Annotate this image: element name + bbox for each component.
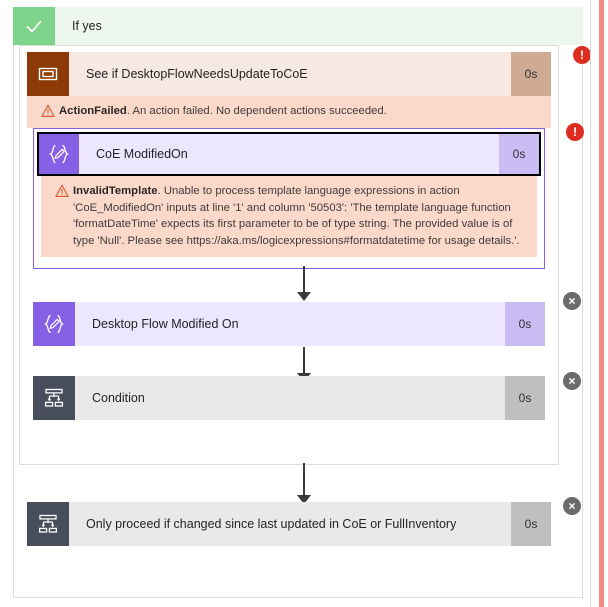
action-header[interactable]: See if DesktopFlowNeedsUpdateToCoE 0s (27, 52, 551, 96)
action-duration: 0s (505, 376, 545, 420)
action-duration: 0s (511, 502, 551, 546)
action-name: See if DesktopFlowNeedsUpdateToCoE (86, 67, 308, 81)
exclamation-icon: ! (580, 48, 584, 62)
close-icon (568, 377, 576, 385)
action-header[interactable]: Condition 0s (33, 376, 545, 420)
expression-icon (33, 302, 75, 346)
action-card-coe-modifiedon[interactable]: CoE ModifiedOn 0s InvalidTemplate. Unabl… (33, 128, 545, 269)
check-icon (13, 7, 55, 45)
connector-arrow (296, 463, 312, 505)
error-message: ActionFailed. An action failed. No depen… (59, 105, 387, 117)
status-badge-failed-scope[interactable]: ! (573, 46, 591, 64)
action-header-selected[interactable]: CoE ModifiedOn 0s (37, 132, 541, 176)
error-code: InvalidTemplate (73, 185, 158, 197)
status-badge-failed-coe-modifiedon[interactable]: ! (566, 123, 584, 141)
action-name: Only proceed if changed since last updat… (86, 517, 457, 531)
warning-icon (51, 183, 73, 198)
action-duration: 0s (511, 52, 551, 96)
action-name: Condition (92, 391, 145, 405)
branch-label: If yes (72, 19, 102, 33)
action-card-see-if-desktopflow-needs-update[interactable]: See if DesktopFlowNeedsUpdateToCoE 0s Ac… (27, 52, 551, 128)
action-error-banner: InvalidTemplate. Unable to process templ… (41, 176, 537, 257)
action-header[interactable]: Only proceed if changed since last updat… (27, 502, 551, 546)
error-message: InvalidTemplate. Unable to process templ… (73, 185, 520, 247)
error-detail: Unable to process template language expr… (73, 185, 520, 247)
action-card-only-proceed-if-changed[interactable]: Only proceed if changed since last updat… (27, 502, 551, 546)
action-duration: 0s (505, 302, 545, 346)
warning-icon (37, 103, 59, 118)
condition-icon (33, 376, 75, 420)
condition-icon (27, 502, 69, 546)
action-card-desktop-flow-modified-on[interactable]: Desktop Flow Modified On 0s (33, 302, 545, 346)
error-accent-strip (599, 0, 604, 607)
action-duration: 0s (499, 134, 539, 174)
action-name: CoE ModifiedOn (96, 147, 188, 161)
action-name: Desktop Flow Modified On (92, 317, 239, 331)
action-header[interactable]: Desktop Flow Modified On 0s (33, 302, 545, 346)
action-card-condition[interactable]: Condition 0s (33, 376, 545, 420)
branch-header-if-yes[interactable]: If yes (13, 7, 583, 45)
exclamation-icon: ! (573, 125, 577, 139)
status-badge-skipped-only-proceed[interactable] (562, 496, 582, 516)
close-icon (568, 502, 576, 510)
close-icon (568, 297, 576, 305)
status-badge-skipped-condition[interactable] (562, 371, 582, 391)
error-code: ActionFailed (59, 105, 127, 117)
connector-arrow (296, 266, 312, 302)
scope-icon (27, 52, 69, 96)
expression-icon (39, 134, 79, 174)
error-detail: An action failed. No dependent actions s… (132, 105, 387, 117)
action-error-banner: ActionFailed. An action failed. No depen… (27, 96, 551, 128)
status-badge-skipped-desktop-flow-modified-on[interactable] (562, 291, 582, 311)
